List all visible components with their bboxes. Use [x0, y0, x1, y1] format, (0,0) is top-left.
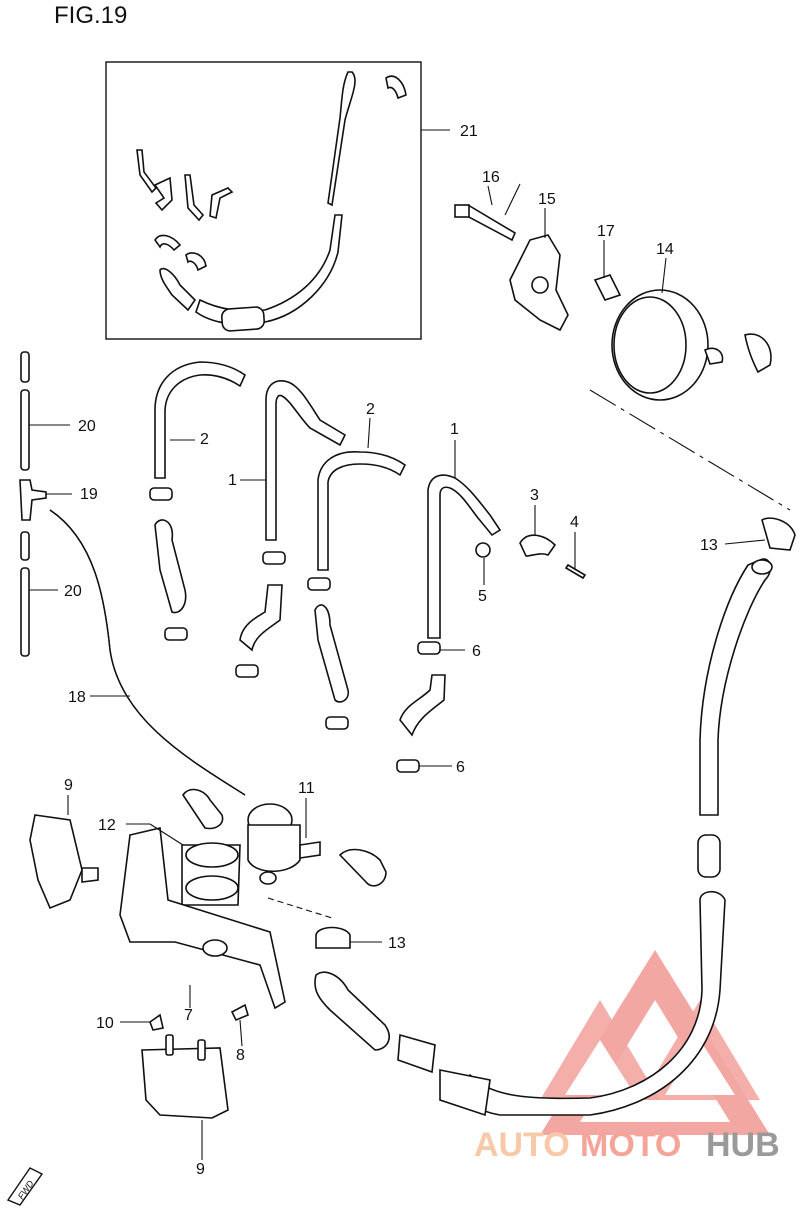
label-20-top: 20	[78, 418, 96, 435]
fwd-badge: FWD	[6, 1167, 44, 1206]
figure-title: FIG.19	[54, 2, 128, 29]
label-18: 18	[68, 689, 86, 706]
label-1-left: 1	[228, 472, 237, 489]
label-8: 8	[236, 1047, 245, 1064]
watermark-hub: HUB	[706, 1126, 780, 1164]
label-6-bottom: 6	[456, 759, 465, 776]
label-9-bottom: 9	[196, 1161, 205, 1178]
watermark-auto: AUTO	[474, 1126, 570, 1164]
label-4: 4	[570, 514, 579, 531]
label-13-bottom: 13	[388, 935, 406, 952]
label-20-bottom: 20	[64, 583, 82, 600]
label-6-top: 6	[472, 643, 481, 660]
label-10: 10	[96, 1015, 114, 1032]
left-pipes	[19, 351, 246, 796]
label-15: 15	[538, 191, 556, 208]
hose-group	[149, 361, 587, 773]
right-long-hose	[439, 517, 796, 1117]
leader-lines	[170, 185, 667, 767]
label-2-right: 2	[366, 401, 375, 418]
hose-kit-box	[105, 61, 450, 340]
label-9-top: 9	[64, 777, 73, 794]
watermark-text: AUTO MOTO HUB	[474, 1126, 780, 1164]
label-21: 21	[460, 123, 478, 140]
label-1-right: 1	[450, 421, 459, 438]
label-5: 5	[478, 588, 487, 605]
label-11: 11	[298, 780, 315, 797]
label-17: 17	[597, 223, 615, 240]
air-valve-assembly	[454, 183, 791, 511]
label-14: 14	[656, 241, 674, 258]
label-7: 7	[184, 1007, 193, 1024]
label-16: 16	[482, 169, 500, 186]
label-12: 12	[98, 817, 116, 834]
watermark-moto: MOTO	[580, 1126, 681, 1164]
label-19: 19	[80, 486, 98, 503]
valve-bracket-group	[29, 788, 436, 1160]
label-13-right: 13	[700, 537, 718, 554]
label-3: 3	[530, 487, 539, 504]
label-2-left: 2	[200, 431, 209, 448]
